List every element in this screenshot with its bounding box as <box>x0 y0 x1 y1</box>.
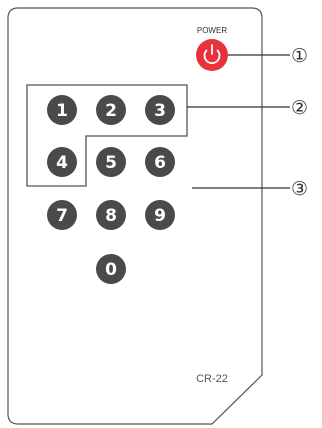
keypad: 1 2 3 4 5 6 7 8 <box>47 95 175 284</box>
key-9-button[interactable]: 9 <box>145 200 175 230</box>
key-6-button[interactable]: 6 <box>145 147 175 177</box>
key-3-button[interactable]: 3 <box>145 95 175 125</box>
model-label: CR-22 <box>196 373 228 385</box>
key-0-button[interactable]: 0 <box>96 254 126 284</box>
key-7-label: 7 <box>56 206 68 226</box>
key-0-label: 0 <box>105 260 117 280</box>
key-3-label: 3 <box>154 101 166 121</box>
power-label: POWER <box>197 26 227 35</box>
callout-3: ③ <box>291 178 308 200</box>
key-4-button[interactable]: 4 <box>47 147 77 177</box>
key-1-button[interactable]: 1 <box>47 95 77 125</box>
key-6-label: 6 <box>154 153 166 173</box>
power-icon <box>203 44 221 64</box>
highlight-box-keys-1-4 <box>26 84 188 187</box>
key-8-label: 8 <box>105 206 117 226</box>
key-1-label: 1 <box>56 101 68 121</box>
key-2-button[interactable]: 2 <box>96 95 126 125</box>
key-7-button[interactable]: 7 <box>47 200 77 230</box>
remote-body-outline <box>7 7 263 425</box>
key-4-label: 4 <box>56 153 68 173</box>
callout-1: ① <box>291 45 308 67</box>
power-button-circle[interactable] <box>196 39 228 71</box>
key-5-button[interactable]: 5 <box>96 147 126 177</box>
key-5-label: 5 <box>105 153 117 173</box>
key-8-button[interactable]: 8 <box>96 200 126 230</box>
power-button[interactable] <box>196 39 228 71</box>
key-9-label: 9 <box>154 206 166 226</box>
key-2-label: 2 <box>105 101 117 121</box>
callout-2: ② <box>291 97 308 119</box>
